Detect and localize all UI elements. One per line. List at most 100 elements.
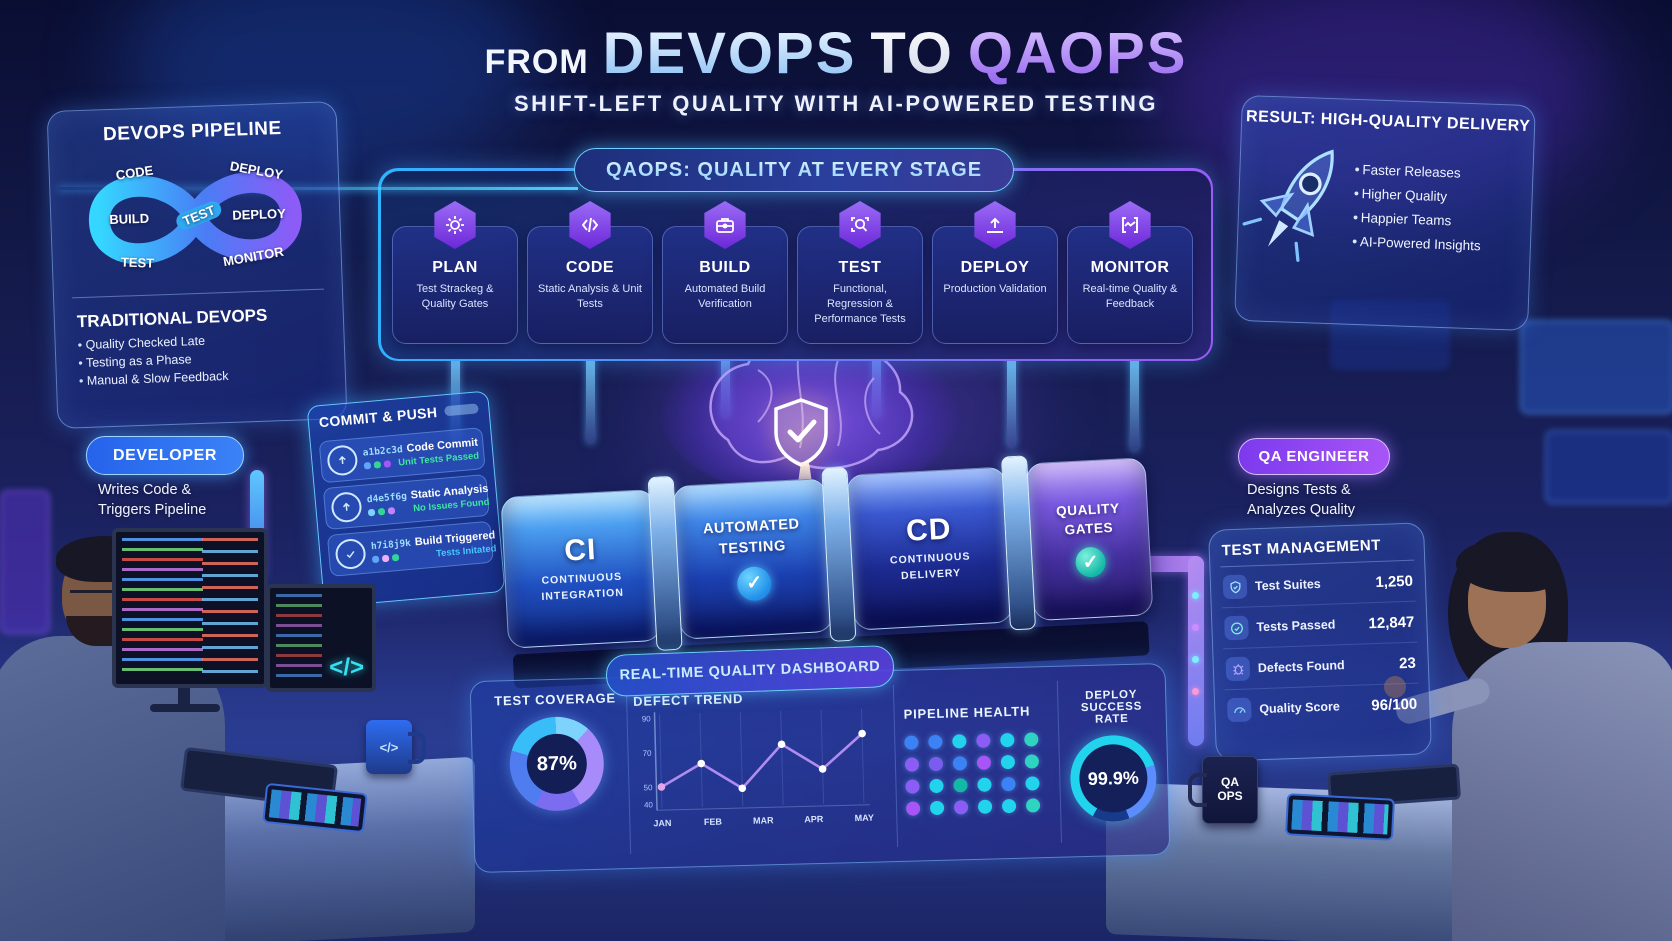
check-icon: ✓ [736, 565, 773, 602]
stat-value: 12,847 [1368, 613, 1415, 632]
svg-text:MAR: MAR [753, 815, 774, 826]
qa-mug-label: QA OPS [1217, 775, 1243, 803]
devops-pipeline-panel: DEVOPS PIPELINE CODE BUILD TEST TEST DEP… [46, 101, 348, 429]
deploy-success-widget: DEPLOY SUCCESS RATE 99.9% [1063, 688, 1162, 823]
health-dot [929, 778, 944, 794]
qa-engineer-badge-label: QA ENGINEER [1258, 448, 1370, 465]
stage-card-code: CODE Static Analysis & Unit Tests [527, 201, 653, 344]
health-dot [904, 735, 919, 750]
stage-title: MONITOR [1090, 259, 1170, 276]
pipe-led [1192, 656, 1199, 663]
stat-value: 1,250 [1375, 572, 1414, 591]
health-dot [928, 756, 944, 772]
segment-label: CD [905, 512, 953, 549]
commit-chips [367, 506, 396, 516]
code-lines [201, 538, 258, 678]
stage-desc: Static Analysis & Unit Tests [538, 283, 642, 310]
coverage-donut-chart: 87% [508, 715, 606, 813]
pipe-elbow-vertical [1188, 556, 1204, 746]
svg-text:90: 90 [642, 714, 652, 723]
stage-title: CODE [565, 259, 615, 276]
health-dot [1025, 776, 1040, 791]
svg-text:APR: APR [804, 814, 824, 825]
developer-badge-label: DEVELOPER [112, 446, 218, 464]
segment-sublabel: CONTINUOUS INTEGRATION [541, 570, 625, 603]
commit-chips [371, 553, 400, 563]
commit-chips [363, 459, 392, 470]
mug-symbol: </> [379, 739, 399, 755]
stage-desc: Automated Build Verification [684, 283, 766, 310]
health-dot [1025, 798, 1041, 813]
developer-monitor-1 [112, 528, 268, 688]
code-symbol: </> [329, 654, 364, 681]
stage-title: BUILD [699, 259, 751, 276]
pipe-connector [1130, 348, 1139, 452]
loop-label-test-left: TEST [120, 254, 155, 271]
qa-engineer-description: Designs Tests & Analyzes Quality [1247, 482, 1355, 519]
commit-hash: a1b2c3d [362, 443, 404, 459]
tablet-screen [268, 789, 362, 827]
traditional-devops-title: TRADITIONAL DEVOPS [76, 305, 268, 332]
segment-label: QUALITY GATES [1055, 500, 1120, 537]
commit-panel-title: COMMIT & PUSH [318, 403, 438, 431]
devops-panel-title: DEVOPS PIPELINE [102, 117, 282, 146]
test-coverage-title: TEST COVERAGE [494, 690, 617, 709]
test-management-row: Quality Score 96/100 [1225, 684, 1420, 731]
stage-card-test: TEST Functional, Regression & Performanc… [797, 201, 923, 344]
qa-engineer-badge: QA ENGINEER [1238, 438, 1390, 475]
infinity-loop-icon [88, 171, 302, 265]
code-lines [122, 538, 204, 678]
commit-push-icon [334, 537, 367, 571]
health-dot [1024, 754, 1040, 769]
commit-hash: d4e5f6g [366, 490, 408, 505]
stat-label: Quality Score [1259, 699, 1341, 717]
check-icon: ✓ [1074, 546, 1107, 579]
health-dot [976, 755, 992, 770]
developer-monitor-2: </> [266, 584, 376, 692]
result-bullet: Higher Quality [1353, 185, 1482, 204]
background-monitor-right-1 [1520, 320, 1672, 414]
stat-value: 96/100 [1371, 695, 1418, 714]
check-circle-icon [1224, 615, 1249, 641]
developer-description: Writes Code & Triggers Pipeline [98, 482, 207, 519]
dashboard-divider [1056, 680, 1063, 843]
commit-push-icon [326, 444, 359, 477]
header-pill-decoration [444, 403, 479, 417]
title-devops: DEVOPS [602, 21, 857, 86]
health-dot [976, 733, 991, 748]
deploy-success-gauge: 99.9% [1069, 734, 1158, 823]
stage-card-deploy: DEPLOY Production Validation [932, 201, 1058, 344]
title-qaops: QAOPS [967, 21, 1188, 86]
pipe-connector [1007, 348, 1016, 448]
devops-infinity-loop: CODE BUILD TEST TEST DEPLOY DEPLOY MONIT… [67, 147, 324, 290]
dashboard-divider [892, 685, 899, 848]
subtitle: SHIFT-LEFT QUALITY WITH AI-POWERED TESTI… [514, 91, 1158, 116]
svg-text:MAY: MAY [855, 813, 874, 823]
pipe-elbow-horizontal [1134, 556, 1204, 572]
health-dot [1000, 754, 1016, 770]
dashboard-header-text: REAL-TIME QUALITY DASHBOARD [619, 658, 881, 684]
pipeline-segment-automated-testing: AUTOMATED TESTING ✓ [672, 477, 834, 640]
health-dot [1000, 732, 1015, 748]
qa-tablet [1284, 793, 1396, 841]
health-dot [977, 799, 993, 814]
monitor-stand-base [150, 704, 220, 712]
health-dot [952, 756, 968, 771]
pipe-connector [586, 348, 595, 444]
developer-glasses [70, 590, 136, 603]
traditional-devops-list: Quality Checked Late Testing as a Phase … [77, 330, 323, 388]
health-dot [952, 734, 967, 749]
dashboard-divider [625, 692, 632, 854]
qa-mug: QA OPS [1188, 756, 1258, 824]
health-dot [953, 800, 969, 815]
qaops-header-pill: QAOPS: QUALITY AT EVERY STAGE [574, 148, 1014, 192]
commit-push-icon [330, 490, 363, 524]
health-dot [1024, 732, 1039, 747]
stat-label: Defects Found [1257, 658, 1345, 676]
traditional-devops-section: TRADITIONAL DEVOPS Quality Checked Late … [54, 297, 345, 395]
